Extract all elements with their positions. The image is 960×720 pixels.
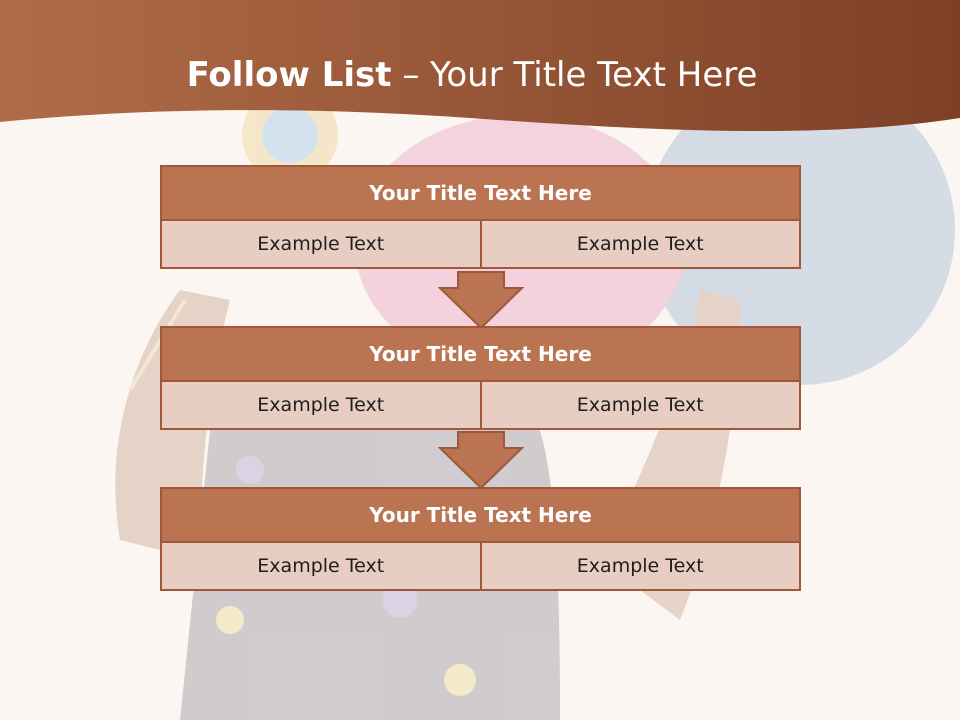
title-banner — [0, 0, 960, 132]
block-cell-right: Example Text — [481, 543, 801, 591]
follow-block-3: Your Title Text Here Example Text Exampl… — [160, 487, 801, 591]
block-row: Example Text Example Text — [160, 543, 801, 591]
title-rest: – Your Title Text Here — [391, 55, 758, 95]
down-arrow-icon — [438, 271, 524, 330]
block-row: Example Text Example Text — [160, 221, 801, 269]
follow-block-2: Your Title Text Here Example Text Exampl… — [160, 326, 801, 430]
block-title: Your Title Text Here — [160, 487, 801, 543]
block-cell-right: Example Text — [481, 221, 801, 269]
block-cell-left: Example Text — [160, 382, 482, 430]
follow-block-1: Your Title Text Here Example Text Exampl… — [160, 165, 801, 269]
block-title: Your Title Text Here — [160, 326, 801, 382]
slide-title: Follow List – Your Title Text Here — [0, 55, 944, 95]
block-cell-right: Example Text — [481, 382, 801, 430]
block-cell-left: Example Text — [160, 221, 482, 269]
block-title: Your Title Text Here — [160, 165, 801, 221]
block-cell-left: Example Text — [160, 543, 482, 591]
title-bold: Follow List — [186, 55, 392, 95]
down-arrow-icon — [438, 431, 524, 490]
block-row: Example Text Example Text — [160, 382, 801, 430]
